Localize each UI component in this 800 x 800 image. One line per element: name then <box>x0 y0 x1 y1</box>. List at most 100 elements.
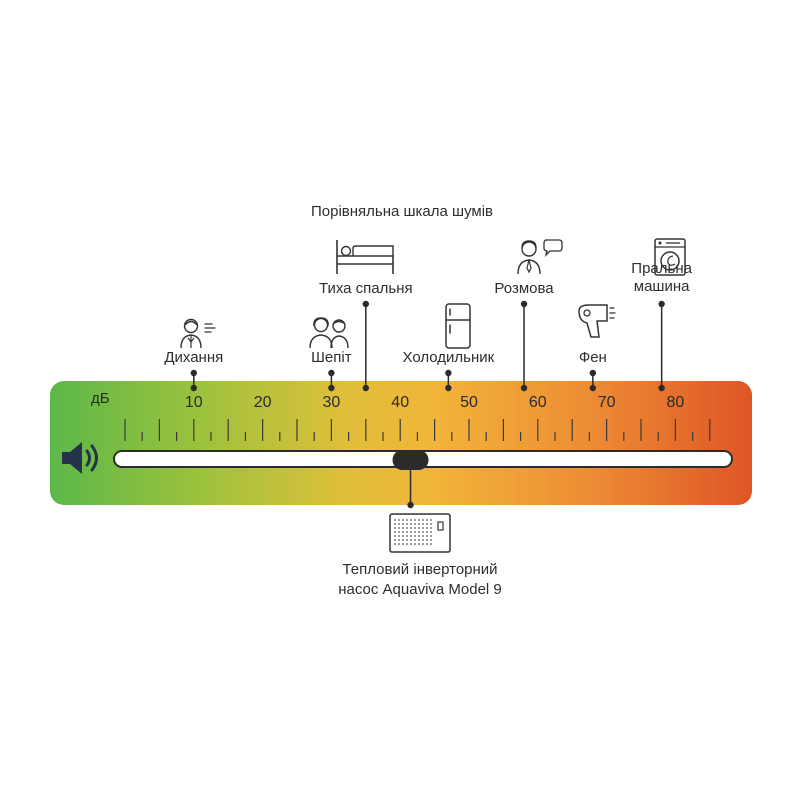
grille-dot <box>430 519 432 521</box>
grille-dot <box>426 531 428 533</box>
grille-dot <box>418 523 420 525</box>
grille-dot <box>422 527 424 529</box>
grille-dot <box>398 527 400 529</box>
tick-label: 80 <box>666 394 685 411</box>
tick-label: 60 <box>528 394 547 411</box>
grille-dot <box>430 527 432 529</box>
heat-pump-label-line-1: Тепловий інверторний <box>342 561 498 578</box>
grille-dot <box>414 519 416 521</box>
marker-dot <box>445 369 452 377</box>
hair-dryer-icon <box>578 304 616 338</box>
tick-label: 30 <box>322 394 341 411</box>
grille-dot <box>410 527 412 529</box>
unit-label: дБ <box>91 390 110 407</box>
level-knob <box>392 450 429 470</box>
grille-dot <box>402 523 404 525</box>
grille-dot <box>410 535 412 537</box>
marker-dot <box>190 384 197 392</box>
bed-icon <box>336 240 394 274</box>
grille-dot <box>414 543 416 545</box>
pump-dot <box>407 501 414 509</box>
marker-dot <box>362 300 369 308</box>
grille-dot <box>426 535 428 537</box>
marker-dot <box>520 384 528 392</box>
marker-label-line: машина <box>633 278 690 295</box>
heat-pump-icon <box>389 513 451 553</box>
grille-dot <box>406 535 408 537</box>
grille-dot <box>410 539 412 541</box>
talking-person-icon <box>517 239 563 275</box>
grille-dot <box>418 543 420 545</box>
grille-dot <box>422 523 424 525</box>
grille-dot <box>402 527 404 529</box>
grille-dot <box>402 535 404 537</box>
marker-label: Шепіт <box>311 349 352 366</box>
grille-dot <box>406 531 408 533</box>
grille-dot <box>418 531 420 533</box>
marker-label: Розмова <box>494 280 554 297</box>
grille-dot <box>402 519 404 521</box>
grille-dot <box>422 535 424 537</box>
marker-label: Дихання <box>164 349 224 366</box>
grille-dot <box>414 539 416 541</box>
grille-dot <box>402 531 404 533</box>
grille-dot <box>418 539 420 541</box>
grille-dot <box>398 523 400 525</box>
grille-dot <box>410 531 412 533</box>
grille-dot <box>422 531 424 533</box>
grille-dot <box>398 535 400 537</box>
grille-dot <box>394 523 396 525</box>
grille-dot <box>394 539 396 541</box>
whispering-people-icon <box>309 317 349 349</box>
heat-pump-label: Тепловий інверторний насос Aquaviva Mode… <box>338 560 502 600</box>
grille-dot <box>410 519 412 521</box>
grille-dot <box>410 523 412 525</box>
grille-dot <box>402 543 404 545</box>
grille-dot <box>418 535 420 537</box>
grille-dot <box>426 539 428 541</box>
grille-dot <box>406 539 408 541</box>
ruler-ticks <box>124 419 711 441</box>
marker-dot <box>520 300 528 308</box>
grille-dot <box>394 531 396 533</box>
grille-dot <box>426 543 428 545</box>
grille-dot <box>410 543 412 545</box>
grille-dot <box>406 519 408 521</box>
grille-dot <box>430 539 432 541</box>
grille-dot <box>430 531 432 533</box>
tick-label: 50 <box>460 394 478 411</box>
marker-dot <box>328 384 335 392</box>
breathing-person-icon <box>180 318 216 349</box>
grille-dot <box>394 543 396 545</box>
heat-pump-label-line-2: насос Aquaviva Model 9 <box>338 581 502 598</box>
marker-dot <box>328 369 335 377</box>
grille-dot <box>398 519 400 521</box>
grille-dot <box>406 523 408 525</box>
grille-dot <box>418 527 420 529</box>
marker-dot <box>589 369 597 377</box>
marker-label: Холодильник <box>402 349 495 366</box>
grille-dot <box>398 531 400 533</box>
grille-dot <box>414 527 416 529</box>
grille-dot <box>418 519 420 521</box>
washing-machine-icon <box>654 238 686 276</box>
marker-dot <box>190 369 197 377</box>
marker-connectors <box>190 300 665 509</box>
diagram-title: Порівняльна шкала шумів <box>310 203 494 220</box>
grille-dot <box>398 539 400 541</box>
grille-dot <box>414 531 416 533</box>
grille-dot <box>426 527 428 529</box>
grille-dot <box>430 543 432 545</box>
grille-dot <box>406 543 408 545</box>
grille-dot <box>406 527 408 529</box>
marker-label: Тиха спальня <box>318 280 413 297</box>
grille-dot <box>430 523 432 525</box>
marker-dot <box>362 384 369 392</box>
grille-dot <box>430 535 432 537</box>
tick-label: 10 <box>184 394 203 411</box>
marker-dot <box>445 384 452 392</box>
tick-label: 40 <box>391 394 410 411</box>
